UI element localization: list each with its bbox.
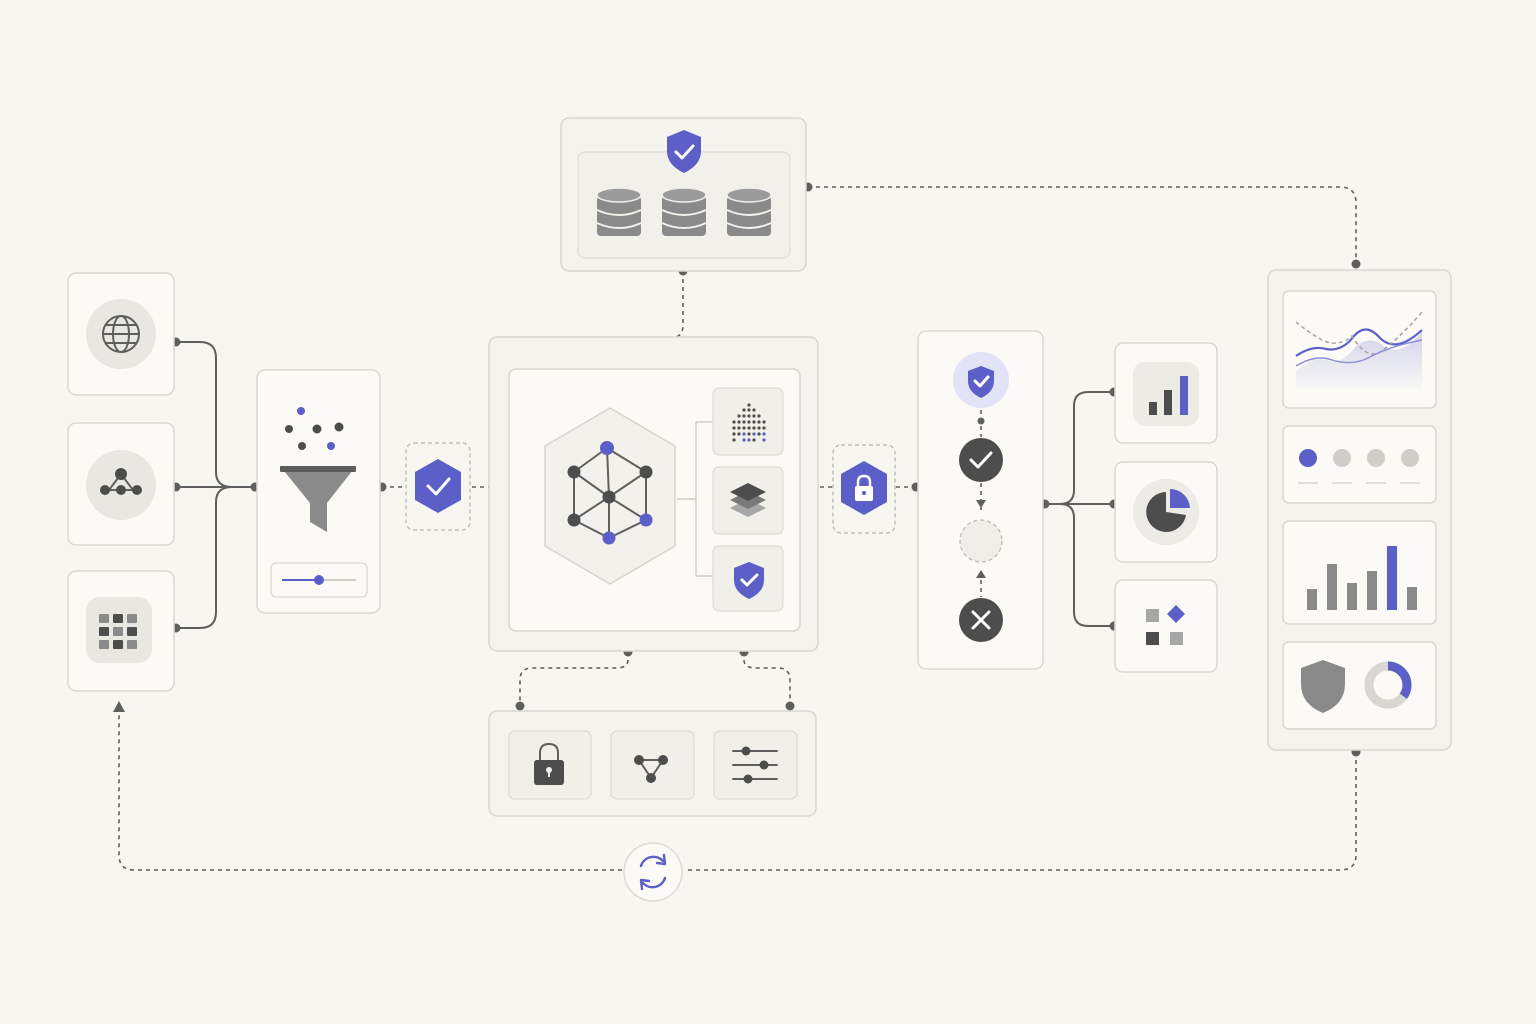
connector-storage-dashboard — [808, 186, 1357, 264]
connector-validation-barchart — [1045, 391, 1114, 505]
policy-tile-sliders[interactable] — [713, 730, 798, 800]
core-side-bracket — [677, 421, 713, 577]
storage-shield-icon — [667, 130, 701, 173]
egress-gate[interactable] — [832, 444, 896, 534]
validation-step-passed — [959, 438, 1003, 482]
graph-hexagon-icon — [567, 441, 653, 545]
database-icon — [661, 187, 707, 236]
core-side-tile-shield[interactable] — [712, 545, 784, 612]
database-icon — [726, 187, 772, 236]
donut-chart-icon — [1364, 661, 1412, 709]
dashboard-panel[interactable] — [1267, 269, 1452, 751]
refresh-button[interactable] — [623, 842, 683, 902]
graph-triangle-icon — [634, 755, 668, 783]
output-card-bar-chart[interactable] — [1114, 342, 1218, 444]
dashboard-tile-bars[interactable] — [1282, 520, 1437, 625]
shield-icon — [1301, 660, 1345, 713]
slider-knob[interactable] — [314, 575, 324, 585]
shield-check-icon — [968, 366, 994, 398]
validation-card[interactable] — [917, 330, 1044, 670]
filter-card[interactable] — [256, 369, 381, 614]
core-side-tile-layers[interactable] — [712, 466, 784, 535]
validation-step-failed — [959, 598, 1003, 642]
globe-icon — [102, 315, 140, 353]
connector-dashboard-loop — [684, 752, 1357, 871]
grid-icon — [99, 614, 137, 649]
line-chart-icon — [1295, 311, 1423, 388]
network-icon — [100, 468, 142, 495]
pending-circle-icon — [959, 519, 1003, 563]
connector-core-policies-left — [519, 652, 629, 705]
particle-dots — [285, 407, 344, 450]
shield-check-icon — [734, 562, 764, 599]
refresh-icon — [639, 853, 667, 891]
sliders-icon — [732, 746, 778, 784]
bar-chart-icon — [1149, 376, 1188, 415]
filter-slider[interactable] — [270, 562, 368, 598]
dashboard-tile-trend[interactable] — [1282, 290, 1437, 409]
connector-core-policies-right — [743, 652, 791, 705]
validation-step-verified — [953, 352, 1009, 408]
ingest-gate[interactable] — [405, 442, 471, 531]
dot-matrix-icon — [732, 403, 766, 442]
connector-grid-filter — [176, 486, 233, 629]
lock-icon — [534, 743, 564, 785]
core-side-tile-dots[interactable] — [712, 387, 784, 456]
database-icon — [596, 187, 642, 236]
pie-chart-icon — [1146, 489, 1190, 532]
connector-loop-sources — [118, 712, 622, 871]
dashboard-tile-security[interactable] — [1282, 641, 1437, 730]
shapes-icon — [1146, 605, 1185, 645]
funnel-icon — [280, 466, 356, 532]
bar-chart-icon — [1307, 546, 1417, 610]
layers-icon — [730, 483, 766, 517]
source-card-globe[interactable] — [67, 272, 175, 396]
dashboard-tile-pagination[interactable] — [1282, 425, 1437, 504]
storage-card[interactable] — [560, 117, 807, 272]
hexagon-shield-icon — [415, 459, 461, 513]
source-card-network[interactable] — [67, 422, 175, 546]
pagination-dots-icon — [1298, 449, 1420, 484]
connector-validation-shapes — [1059, 503, 1114, 627]
policy-card[interactable] — [488, 710, 817, 817]
lock-icon — [855, 474, 873, 501]
connector-globe-filter — [176, 341, 255, 488]
output-card-pie-chart[interactable] — [1114, 461, 1218, 563]
policy-tile-lock[interactable] — [508, 730, 592, 800]
check-icon — [426, 477, 451, 496]
source-card-grid[interactable] — [67, 570, 175, 692]
policy-tile-graph[interactable] — [610, 730, 695, 800]
core-card[interactable] — [488, 336, 819, 652]
check-circle-icon — [959, 438, 1003, 482]
output-card-shapes[interactable] — [1114, 579, 1218, 673]
